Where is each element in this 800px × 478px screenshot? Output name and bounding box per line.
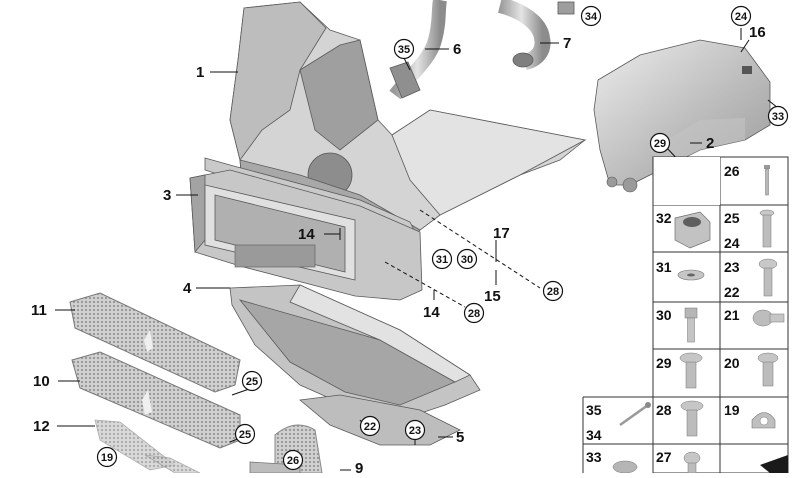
callout-28-left: 28 (468, 308, 480, 320)
table-25: 25 (724, 210, 740, 226)
callout-23: 23 (409, 425, 421, 437)
table-34: 34 (586, 427, 602, 443)
callout-34: 34 (585, 11, 598, 23)
screw-25-icon (759, 209, 775, 248)
air-guide-lower (229, 284, 481, 446)
washer-31-icon (677, 269, 705, 281)
callout-30: 30 (461, 254, 473, 266)
fastener-icons (612, 165, 788, 474)
callout-28-right: 28 (547, 286, 559, 298)
clip-34-top (557, 1, 575, 15)
pipe-hose-7 (497, 0, 551, 70)
clip-19-icon (751, 412, 776, 429)
callout-35: 35 (398, 44, 410, 56)
table-24: 24 (724, 235, 740, 251)
socket-screw-30-icon (684, 307, 698, 343)
table-29: 29 (656, 355, 672, 371)
table-23: 23 (724, 259, 740, 275)
screw-28-icon (680, 400, 704, 437)
label-14-bottom: 14 (423, 304, 440, 321)
label-17: 17 (493, 225, 510, 242)
table-26: 26 (724, 163, 740, 179)
callout-22: 22 (364, 421, 376, 433)
callout-19: 19 (101, 452, 113, 464)
rod-35-icon (619, 402, 651, 427)
label-3: 3 (163, 187, 171, 204)
label-11: 11 (31, 302, 47, 319)
label-1: 1 (196, 64, 204, 81)
pipe-hose-6 (389, 0, 447, 100)
rivet-26-icon (764, 165, 770, 196)
label-5: 5 (456, 429, 464, 446)
table-27: 27 (656, 449, 672, 465)
callout-31: 31 (436, 254, 448, 266)
tape-strip-icon (760, 455, 788, 473)
table-33: 33 (586, 449, 602, 465)
table-21: 21 (724, 307, 740, 323)
callout-33: 33 (772, 111, 784, 123)
label-15: 15 (484, 288, 501, 305)
screw-29-icon (679, 352, 703, 389)
label-4: 4 (183, 280, 192, 297)
air-duct-lower-box (189, 169, 423, 301)
nut-33-icon (612, 460, 638, 474)
screw-21-icon (752, 309, 785, 327)
callout-26: 26 (287, 455, 299, 467)
table-31: 31 (656, 259, 672, 275)
table-28: 28 (656, 402, 672, 418)
callout-circles (96, 5, 789, 471)
screw-27-icon (683, 451, 701, 474)
table-35: 35 (586, 402, 602, 418)
label-6: 6 (453, 41, 461, 58)
label-2: 2 (706, 135, 714, 152)
callout-labels: 34 24 35 33 29 31 30 28 28 25 25 22 23 2… (101, 11, 784, 467)
mesh-grille-11 (69, 292, 241, 393)
table-22: 22 (724, 284, 740, 300)
part-labels: 1 2 3 4 5 6 7 9 10 11 12 14 14 15 16 17 (31, 24, 766, 477)
label-12: 12 (33, 418, 50, 435)
label-14-top: 14 (298, 226, 315, 243)
table-labels: 26 32 25 24 31 23 22 30 21 29 20 35 34 2… (586, 163, 740, 465)
table-32: 32 (656, 210, 672, 226)
bolt-23-icon (758, 258, 778, 297)
label-7: 7 (563, 35, 571, 52)
callout-25-upper: 25 (246, 376, 258, 388)
nut-32-icon (674, 211, 711, 249)
callout-25-lower: 25 (239, 429, 251, 441)
label-9: 9 (355, 460, 363, 473)
callout-29: 29 (654, 138, 666, 150)
table-19: 19 (724, 402, 740, 418)
label-16: 16 (749, 24, 766, 41)
callout-24: 24 (735, 11, 748, 23)
table-20: 20 (724, 355, 740, 371)
screw-20-icon (757, 352, 779, 387)
table-30: 30 (656, 307, 672, 323)
label-10: 10 (33, 373, 50, 390)
